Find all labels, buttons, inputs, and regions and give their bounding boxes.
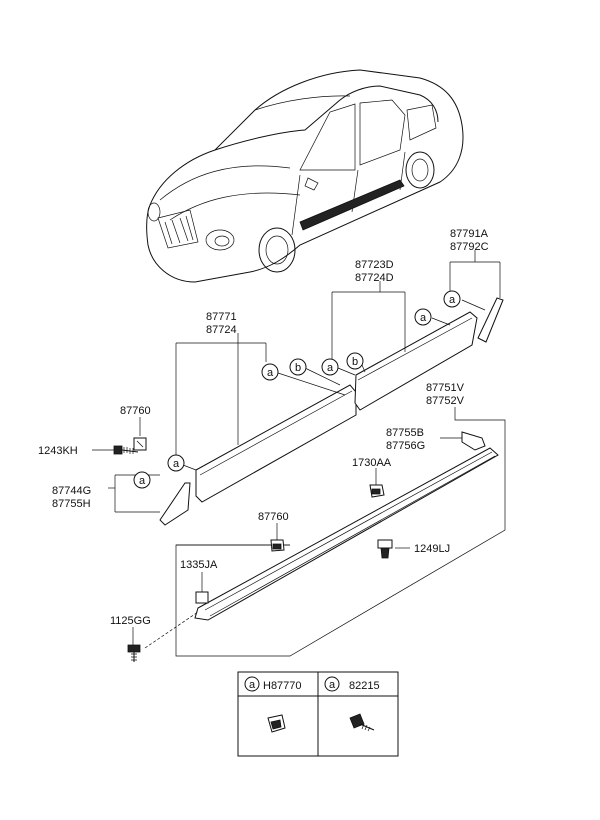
callout-a-front-door: a [261, 363, 279, 381]
label-87760-left: 87760 [120, 405, 151, 417]
label-87724D: 87724D [355, 272, 394, 284]
callout-a-fender: a [133, 471, 151, 489]
callout-a-center: a [321, 358, 339, 376]
quarter-molding [477, 297, 504, 343]
label-1730AA: 1730AA [352, 457, 392, 469]
label-87723D: 87723D [355, 259, 394, 271]
clip-87755B [461, 431, 486, 451]
legend-cell-a: a H87770 [244, 676, 302, 733]
label-1249LJ: 1249LJ [414, 543, 450, 555]
legend-part-b: 82215 [349, 680, 380, 692]
label-87792C: 87792C [450, 241, 489, 253]
label-87771: 87771 [206, 311, 237, 323]
callout-b-rear-door: b [346, 352, 364, 370]
svg-text:a: a [327, 362, 334, 374]
label-87724: 87724 [206, 324, 237, 336]
label-87755H: 87755H [52, 498, 91, 510]
leader-lines [92, 250, 506, 657]
clip-1730AA [369, 484, 385, 498]
legend-clip-icon [267, 714, 286, 733]
part-labels: 87791A 87792C 87723D 87724D 87771 87724 … [38, 228, 489, 627]
svg-text:a: a [139, 475, 146, 487]
vehicle-illustration [146, 69, 464, 283]
label-87755B: 87755B [386, 427, 424, 439]
svg-text:b: b [352, 356, 358, 368]
legend-table: a H87770 a 82215 [237, 671, 399, 757]
bolt-1243KH [113, 445, 139, 455]
label-87744G: 87744G [52, 485, 91, 497]
clip-87760-mid [270, 539, 285, 552]
label-87751V: 87751V [426, 382, 465, 394]
callout-a-front-left: a [167, 454, 185, 472]
fender-molding [159, 482, 191, 526]
svg-text:a: a [329, 679, 336, 691]
fastener-clip-87760-left [133, 437, 147, 451]
svg-text:a: a [449, 294, 456, 306]
callout-a-rear-door: a [414, 308, 432, 326]
label-87791A: 87791A [450, 228, 489, 240]
front-door-molding [195, 384, 357, 503]
legend-part-a: H87770 [263, 680, 302, 692]
screw-1249LJ [377, 539, 393, 559]
legend-cell-b: a 82215 [324, 676, 380, 732]
label-87756G: 87756G [386, 440, 425, 452]
label-87760-mid: 87760 [258, 511, 289, 523]
label-1335JA: 1335JA [180, 559, 218, 571]
legend-screw-icon [349, 713, 375, 732]
svg-text:a: a [267, 367, 274, 379]
label-87752V: 87752V [426, 395, 465, 407]
svg-text:a: a [249, 679, 256, 691]
svg-text:a: a [173, 458, 180, 470]
svg-text:b: b [295, 362, 301, 374]
callout-a-quarter: a [443, 290, 461, 308]
svg-text:a: a [420, 312, 427, 324]
label-1125GG: 1125GG [110, 615, 151, 627]
rear-door-molding [354, 311, 478, 411]
screw-1125GG [127, 644, 141, 662]
callout-b-front-door: b [289, 358, 307, 376]
clip-1335JA [195, 591, 209, 604]
side-sill-molding [194, 447, 499, 621]
label-1243KH: 1243KH [38, 445, 78, 457]
